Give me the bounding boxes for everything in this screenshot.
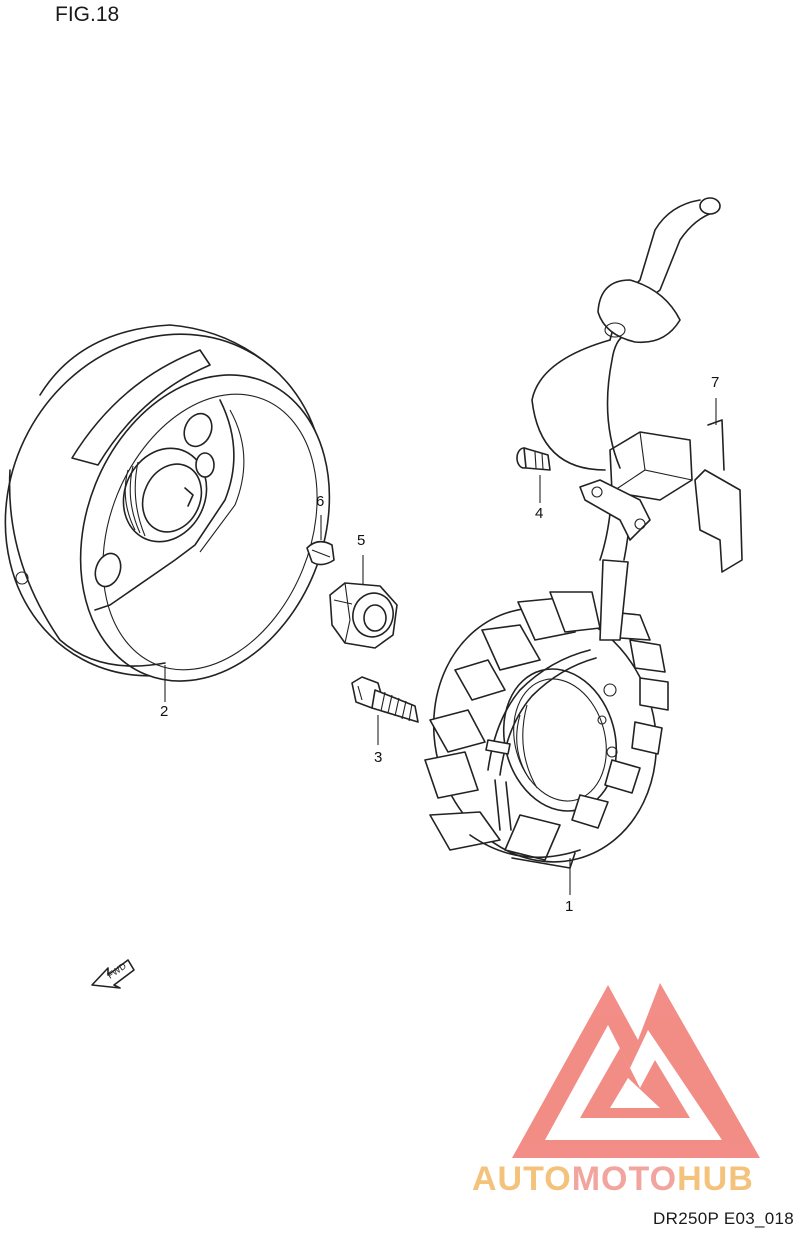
automotohub-logo-watermark (512, 983, 760, 1158)
screw-part-4 (516, 447, 551, 471)
watermark-text: AUTOMOTOHUB (472, 1160, 754, 1198)
pickup-coil-part-7 (531, 197, 743, 641)
callout-4: 4 (535, 505, 544, 522)
callout-6: 6 (316, 493, 325, 510)
callout-3: 3 (374, 749, 383, 766)
nut-part-5 (329, 582, 398, 649)
fwd-arrow-icon: FWD (91, 959, 135, 989)
rotor-flywheel-part-2 (4, 324, 331, 682)
drawing-code: DR250P E03_018 (653, 1209, 794, 1228)
key-part-6 (306, 540, 335, 566)
figure-title: FIG.18 (55, 3, 120, 26)
callout-1: 1 (565, 898, 574, 915)
callout-7: 7 (711, 374, 720, 391)
stator-part-1 (424, 591, 669, 869)
callout-2: 2 (160, 703, 169, 720)
leader-lines (164, 398, 717, 895)
callout-5: 5 (357, 532, 366, 549)
bolt-part-3 (351, 676, 419, 723)
